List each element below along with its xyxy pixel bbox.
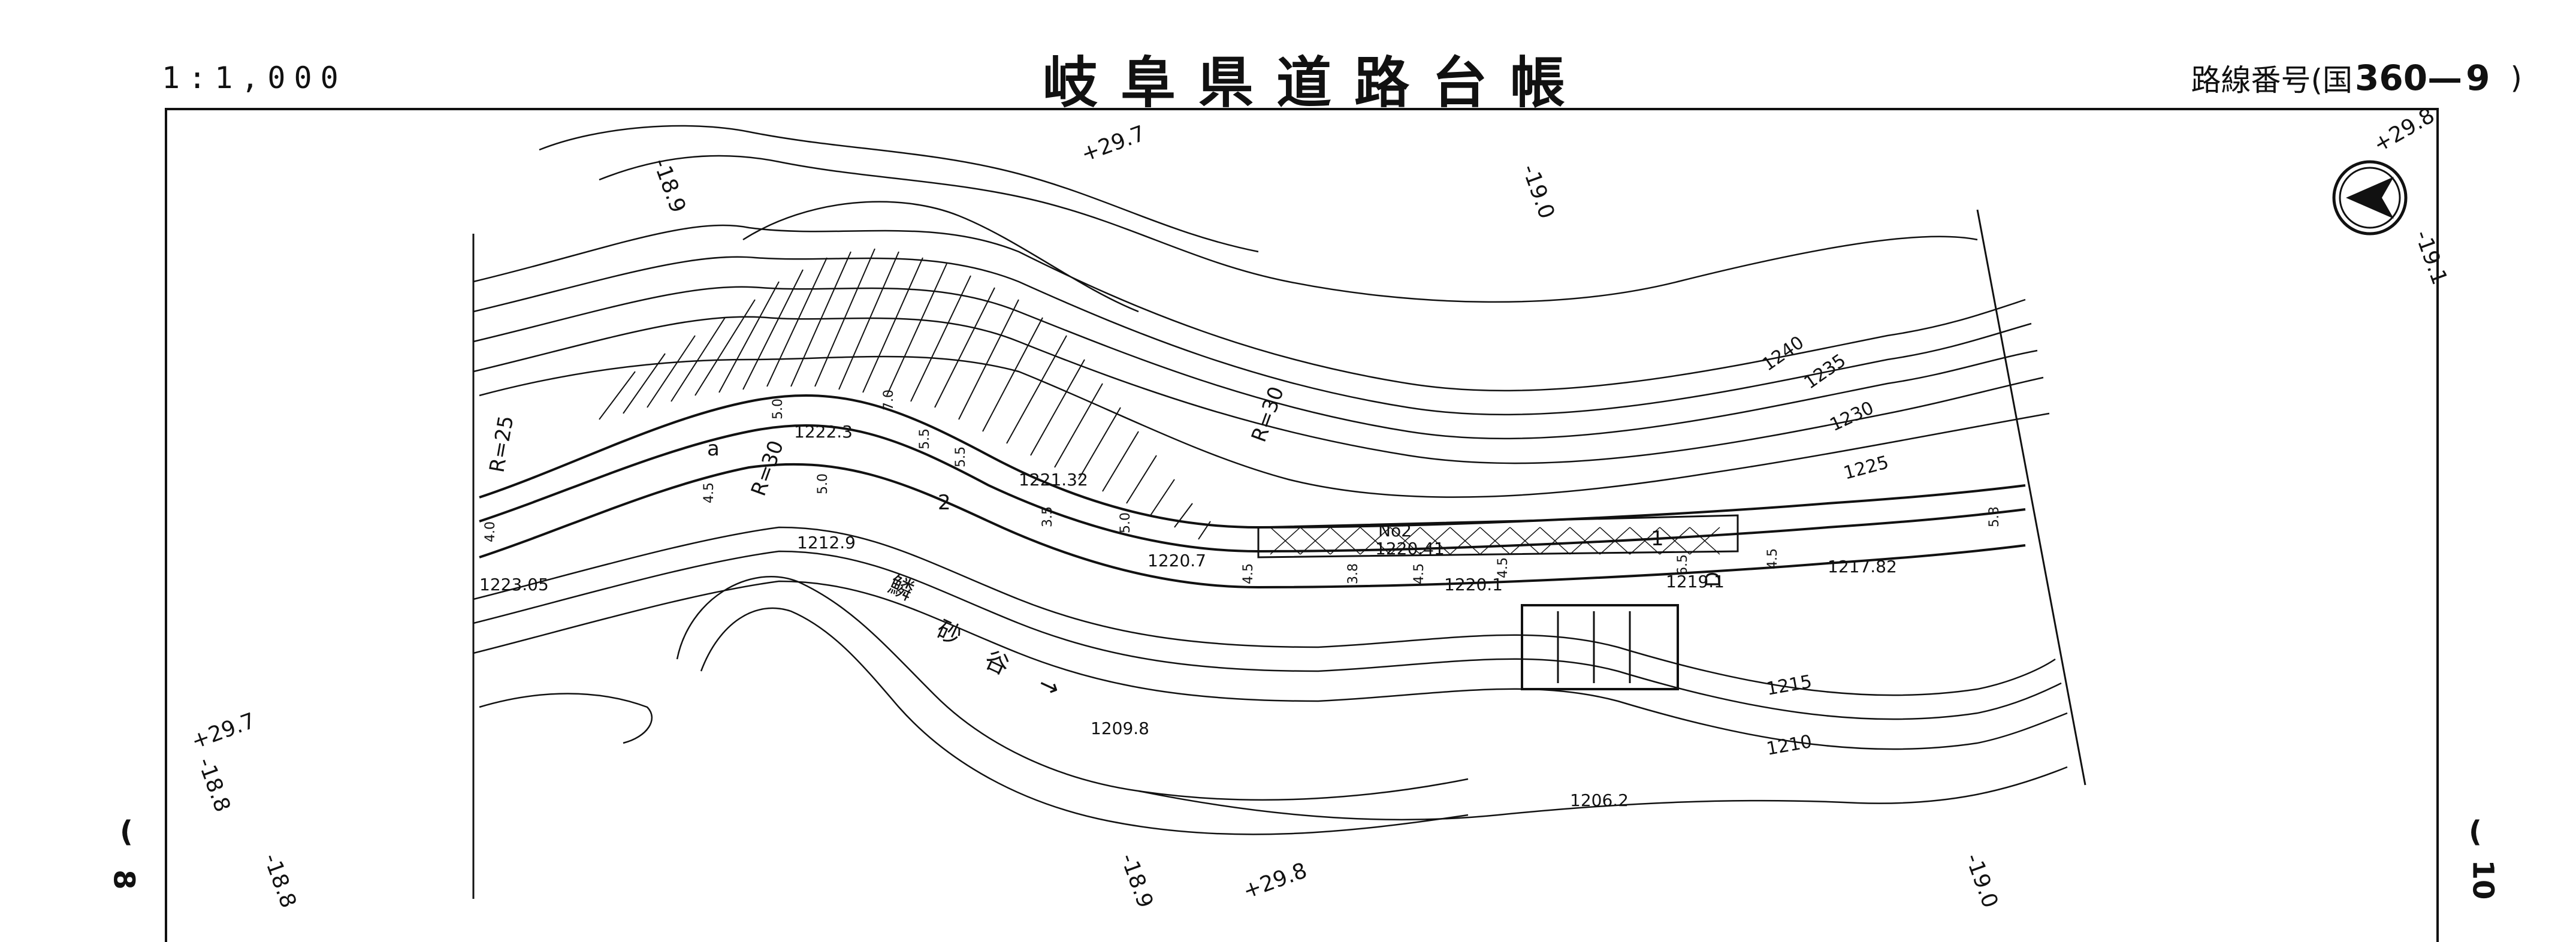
grid-mark: -19.0 (1517, 161, 1559, 222)
map-frame (165, 108, 2439, 942)
right-paren: ( (2469, 815, 2482, 849)
width-label: 5.0 (771, 398, 786, 419)
contour-label: 1225 (1841, 452, 1891, 484)
river-name-char: 鱗 (884, 570, 918, 606)
radius-label: R=30 (1247, 384, 1289, 445)
contour-label: 1240 (1759, 332, 1808, 375)
elevation-label: 1220.41 (1375, 539, 1445, 558)
width-label: 5.3 (1987, 506, 2002, 527)
width-label: 4.5 (1412, 563, 1427, 584)
map-scale: 1:1,000 (162, 61, 347, 95)
north-arrow-icon (2332, 160, 2408, 236)
grid-mark: -18.8 (259, 850, 301, 911)
grid-mark: -18.9 (648, 155, 690, 216)
width-label: 7.0 (881, 390, 896, 410)
grid-mark: +29.7 (188, 708, 259, 754)
contour-label: 1230 (1827, 397, 1877, 436)
elevation-label: 1219.1 (1666, 572, 1725, 591)
river-flow-arrow-icon: → (1034, 669, 1064, 703)
elevation-label: 1222.3 (794, 422, 853, 442)
elevation-label: 1220.1 (1444, 575, 1503, 594)
elevation-label: 1220.7 (1147, 551, 1206, 570)
station-label: No2 (1378, 521, 1412, 541)
width-label: 5.0 (816, 473, 831, 494)
grid-mark: +29.7 (1078, 121, 1149, 167)
route-paren-close: ) (2510, 61, 2522, 95)
width-label: 5.5 (917, 428, 932, 449)
route-number: 路線番号 (国 360— 9 ) (2191, 36, 2522, 120)
width-label: 6.5 (1675, 554, 1690, 575)
river-name-char: 谷 (980, 645, 1014, 681)
width-label: 4.5 (1765, 548, 1780, 569)
road-letter: 2 (938, 491, 951, 515)
elevation-label: 1209.8 (1091, 718, 1149, 738)
width-label: 4.5 (1241, 563, 1256, 584)
contour-lines (473, 125, 2050, 498)
width-label: 4.5 (702, 482, 717, 503)
route-label: 路線番号 (2191, 63, 2311, 98)
width-label: 3.8 (1346, 563, 1361, 584)
width-label: 3.5 (1040, 506, 1055, 527)
radius-label: R=30 (747, 437, 789, 499)
width-label: 5.5 (953, 446, 968, 467)
route-number-value: 360— (2355, 58, 2463, 98)
grid-mark: -18.8 (193, 754, 235, 816)
contour-label: 1210 (1765, 731, 1813, 760)
elevation-label: 1217.82 (1828, 557, 1897, 576)
elevation-label: 1206.2 (1570, 790, 1629, 810)
contour-label: 1215 (1765, 671, 1813, 700)
elevation-label: 1221.32 (1019, 470, 1088, 490)
grid-mark: +29.8 (2369, 103, 2439, 158)
cut-slope-hatching (599, 248, 1211, 540)
route-sub-number: 9 (2466, 58, 2490, 98)
road-letter: a (707, 437, 720, 461)
elevation-label: 1212.9 (797, 533, 856, 552)
road-letter: D (1701, 572, 1725, 587)
width-label: 4.5 (1496, 557, 1511, 578)
lower-contours (473, 526, 2068, 835)
left-paren: ( (120, 815, 133, 849)
river-name-char: 砂 (932, 615, 966, 651)
contour-label: 1235 (1801, 350, 1850, 393)
grid-mark: -19.0 (1961, 850, 2003, 911)
map-title: 岐阜県道路台帳 (1043, 50, 1589, 115)
route-paren-open: (国 (2311, 63, 2353, 98)
grid-mark: -18.9 (1116, 850, 1158, 911)
crosshatch-lines (1270, 527, 1720, 555)
grid-mark: +29.8 (1240, 858, 1310, 904)
radius-label: R=25 (485, 414, 518, 475)
elevation-label: 1223.05 (479, 575, 549, 594)
road-outline (479, 394, 2026, 589)
width-label: 4.0 (483, 521, 498, 542)
width-label: 5.0 (1118, 512, 1133, 533)
grid-mark: -19.1 (2410, 227, 2452, 288)
road-letter: 1 (1651, 527, 1664, 551)
map-edge-right (1976, 209, 2086, 786)
crosshatch-area (1257, 514, 1739, 558)
bridge (1521, 604, 1679, 690)
bridge-piers (1557, 611, 1631, 683)
